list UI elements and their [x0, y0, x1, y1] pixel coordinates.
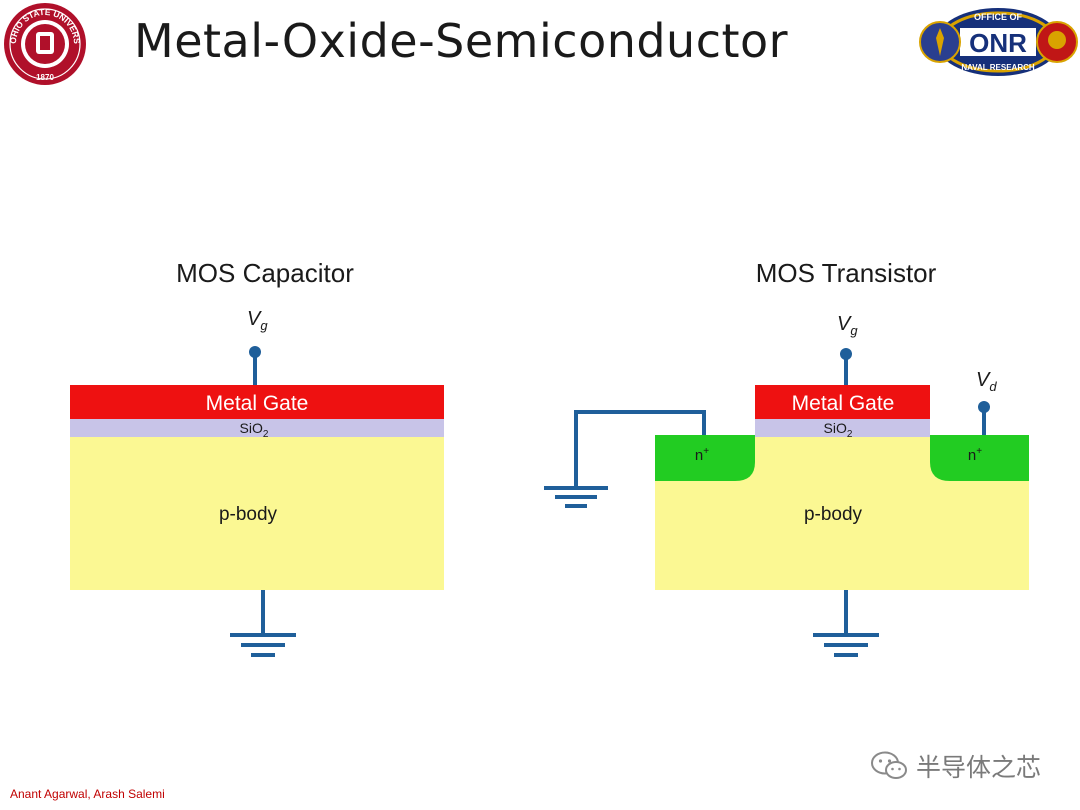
watermark-text: 半导体之芯: [916, 753, 1042, 782]
page-title: Metal-Oxide-Semiconductor: [134, 14, 789, 68]
onr-top-text: OFFICE OF: [974, 12, 1022, 22]
mos-capacitor: MOS Capacitor Vg Metal Gate SiO2 p-body: [70, 258, 444, 657]
transistor-oxide-layer: [755, 419, 930, 437]
capacitor-p-body-label: p-body: [219, 504, 278, 525]
ohio-state-seal-logo: OHIO STATE UNIVERSITY 1870: [2, 2, 86, 85]
capacitor-oxide-layer: [70, 419, 444, 437]
transistor-gate-terminal-dot: [840, 348, 852, 360]
capacitor-gate-terminal-dot: [249, 346, 261, 358]
wechat-icon: [871, 751, 907, 779]
transistor-source-n-plus: [655, 435, 755, 481]
transistor-drain-terminal-label: Vd: [976, 369, 997, 394]
transistor-source-label: n+: [695, 446, 709, 464]
capacitor-p-body: [70, 437, 444, 590]
transistor-title: MOS Transistor: [756, 258, 937, 288]
transistor-source-ground-icon: [544, 486, 608, 508]
watermark: 半导体之芯: [870, 748, 1041, 784]
transistor-drain-terminal-dot: [978, 401, 990, 413]
transistor-p-body-label: p-body: [804, 504, 863, 525]
capacitor-metal-gate-label: Metal Gate: [206, 392, 309, 415]
mos-transistor: MOS Transistor Vg Vd p-body n+ n+: [544, 258, 1029, 657]
transistor-gate-terminal-label: Vg: [837, 313, 858, 338]
capacitor-gate-terminal-label: Vg: [247, 308, 268, 333]
transistor-body-ground-icon: [813, 590, 879, 657]
transistor-source-wire: [574, 410, 706, 486]
onr-bottom-text: NAVAL RESEARCH: [961, 63, 1035, 72]
capacitor-metal-gate: [70, 385, 444, 419]
transistor-drain-n-plus: [930, 435, 1029, 481]
transistor-metal-gate-label: Metal Gate: [792, 392, 895, 415]
transistor-oxide-label: SiO2: [824, 420, 853, 440]
capacitor-title: MOS Capacitor: [176, 258, 354, 288]
capacitor-ground-icon: [230, 590, 296, 657]
osu-year-text: 1870: [36, 73, 54, 82]
transistor-drain-label: n+: [968, 446, 982, 464]
author-credit: Anant Agarwal, Arash Salemi: [10, 787, 165, 801]
onr-logo: OFFICE OF ONR NAVAL RESEARCH: [919, 8, 1078, 76]
transistor-metal-gate: [755, 385, 930, 419]
onr-mark-text: ONR: [969, 28, 1027, 58]
capacitor-oxide-label: SiO2: [240, 420, 269, 440]
